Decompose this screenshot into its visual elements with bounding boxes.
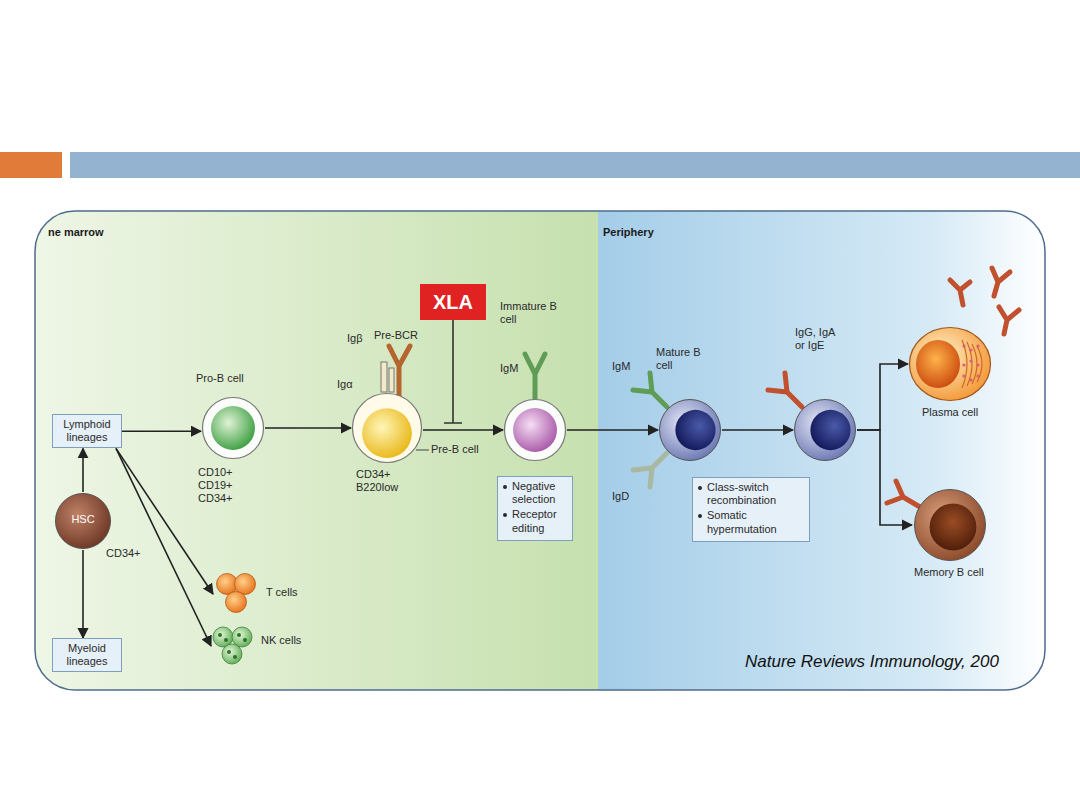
bullet-row: Somatic hypermutation [697,509,805,535]
cell-label: Memory B cell [914,566,1004,579]
box-text: Receptor editing [512,508,568,534]
bullet-dot [503,485,507,489]
header-bar [70,152,1080,178]
cell-label: Plasma cell [922,406,1002,419]
disease-marker: XLA [420,284,486,320]
switched-b-cell: IgG, IgA or IgE [793,398,857,462]
plasma-cell: Plasma cell [908,326,992,402]
receptor-label: Igβ [347,332,363,345]
flow-arrow [82,550,84,638]
secreted-antibodies [950,268,1019,334]
flow-arrow [567,429,658,431]
stem-cell: HSCCD34+ [54,492,112,550]
region-grounds [35,211,1045,690]
cell-shape [793,398,857,462]
bullet-row: Negative selection [502,480,568,506]
receptor-label: Pre-BCR [374,329,418,342]
cell-shape [211,625,255,667]
cell-shape [658,398,722,462]
lineage-box: Lymphoid lineages [52,414,122,448]
igm-receptor [525,354,545,400]
cell-label: IgG, IgA or IgE [795,326,839,352]
receptor-label: IgD [612,490,629,503]
region-title: ne marrow [48,226,104,239]
bullet-row: Receptor editing [502,508,568,534]
cell-label: CD34+ [106,547,146,560]
pre-bcr-receptor [381,346,410,396]
flow-arrow [82,448,84,492]
igm-receptor [633,373,667,407]
flow-arrow [423,429,503,431]
region-title: Periphery [603,226,654,239]
cell-label: CD10+ CD19+ CD34+ [198,466,242,506]
flow-arrow [265,427,351,429]
periphery-region [598,211,1045,690]
flow-arrow [857,364,908,430]
bullet-row: Class-switch recombination [697,481,805,507]
cell-label: Pre-B cell [431,443,501,456]
flow-arrow [722,429,793,431]
box-text: Somatic hypermutation [707,509,805,535]
bullet-dot [698,514,702,518]
box-text: Lymphoid lineages [57,418,117,444]
box-text: Myeloid lineages [57,642,117,668]
t-cell-cluster: T cells [213,572,259,616]
cell-shape [912,488,988,562]
cell-label: CD34+ B220low [356,468,414,494]
pre-b-cell: CD34+ B220lowPre-B cell [351,392,423,464]
cell-shape [213,572,259,616]
accent-bar [0,152,62,178]
cell-shape [351,392,423,464]
cell-label: HSC [54,513,112,526]
nk-cell-cluster: NK cells [211,625,255,667]
lineage-box: Myeloid lineages [52,638,122,672]
inhibition-line [444,320,462,423]
flow-arrow [122,430,201,432]
process-box: Class-switch recombinationSomatic hyperm… [692,477,810,542]
receptor-label: IgM [612,360,630,373]
cell-shape [201,396,265,460]
bullet-dot [503,513,507,517]
immature-b-cell: Immature B cell [503,398,567,462]
citation: Nature Reviews Immunology, 200 [745,652,999,672]
box-text: Negative selection [512,480,568,506]
box-text: Class-switch recombination [707,481,805,507]
figure-frame [35,211,1045,690]
disease-label: XLA [433,291,473,314]
leader-line [416,450,429,451]
cell-label: T cells [266,586,316,599]
bullet-dot [698,486,702,490]
cell-shape [503,398,567,462]
process-box: Negative selectionReceptor editing [497,476,573,541]
cell-shape [908,326,992,402]
cell-label: Mature B cell [656,346,712,372]
memory-receptor [887,481,920,507]
igd-receptor [633,453,667,487]
bone-marrow-region [35,211,598,690]
memory-b-cell: Memory B cell [912,488,988,562]
receptor-label: Igα [337,378,353,391]
cell-label: NK cells [261,634,316,647]
pro-b-cell: Pro-B cellCD10+ CD19+ CD34+ [201,396,265,460]
cell-label: Immature B cell [500,300,558,326]
cell-label: Pro-B cell [196,372,276,385]
flow-arrow [857,430,912,525]
receptor-label: IgM [500,362,518,375]
mature-b-cell: Mature B cell [658,398,722,462]
switched-receptor [768,373,802,407]
